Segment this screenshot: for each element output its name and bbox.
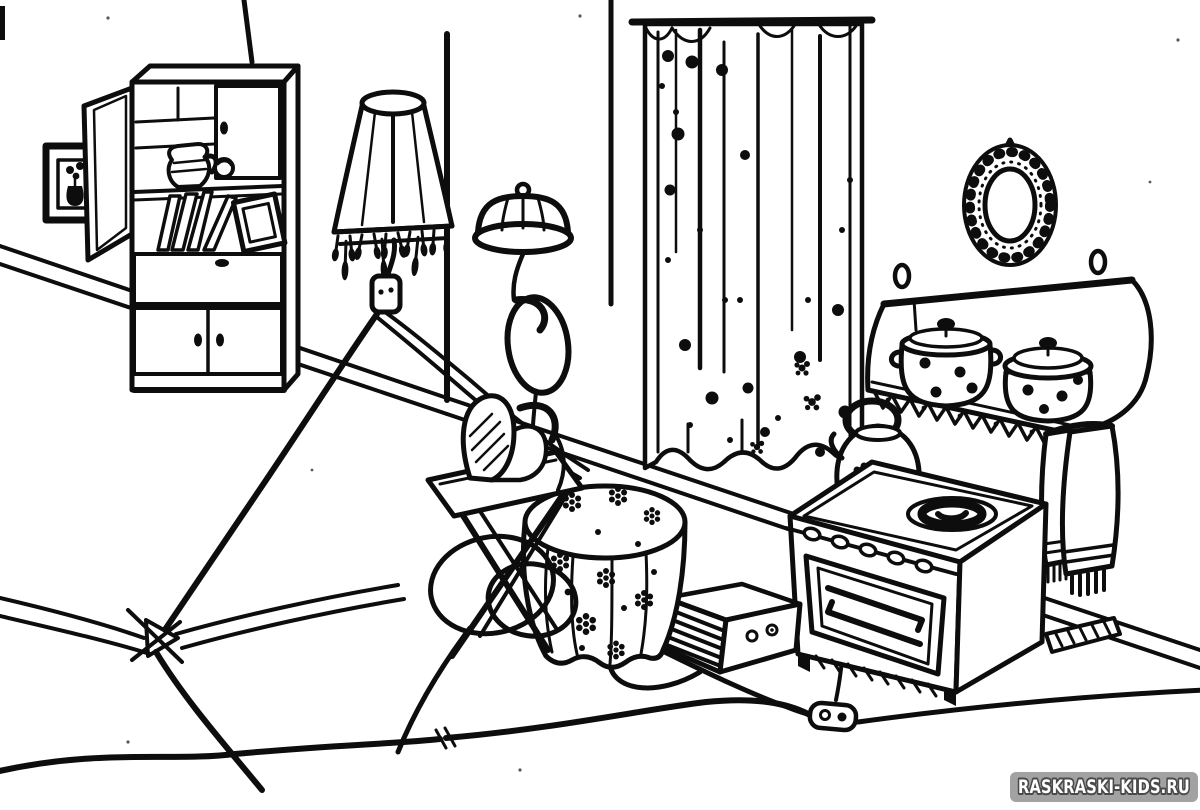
watermark-box xyxy=(1010,772,1198,802)
watermark-text: RASKRASKI-KIDS.RU xyxy=(1018,776,1190,798)
cord-off-bottom xyxy=(153,649,265,793)
curtain-dots xyxy=(659,50,853,457)
iron-soleplate xyxy=(460,393,517,483)
oven-door xyxy=(803,553,947,677)
shelf-rail xyxy=(880,276,1136,308)
fringed-wall-lamp xyxy=(329,89,455,315)
floor-shadow-hatch xyxy=(1044,616,1122,654)
cabinet-drawer xyxy=(132,252,284,306)
drawer-handle xyxy=(215,259,229,267)
cord-crossing-plug xyxy=(126,608,184,664)
stove-side xyxy=(953,501,1049,695)
power-outlet xyxy=(369,273,403,315)
iron-cord xyxy=(554,434,566,492)
door-handle xyxy=(220,121,228,135)
heater-knob xyxy=(745,629,759,643)
cord-connector xyxy=(807,700,859,733)
cabinet-top-right-door xyxy=(214,84,282,180)
pendant-lamp xyxy=(472,181,574,490)
cabinet-open-door xyxy=(81,85,135,263)
heater-knob xyxy=(765,623,779,637)
hanging-loop xyxy=(892,262,912,290)
watermark: RASKRASKI-KIDS.RU xyxy=(1010,772,1198,802)
wall-mirror xyxy=(962,137,1058,267)
stove-burner xyxy=(906,496,998,532)
stove-base-hatching xyxy=(814,654,938,698)
iron xyxy=(460,393,566,492)
stove-knobs xyxy=(802,526,934,574)
pot-hook xyxy=(912,298,918,332)
stove-foot xyxy=(798,652,810,672)
ironing-stool xyxy=(395,393,585,755)
lamp-arm xyxy=(385,237,397,277)
cabinet-lower-doors xyxy=(132,306,284,376)
floor-extension-cord xyxy=(0,687,1200,775)
curtain-folds xyxy=(656,24,852,454)
vase-with-flowers xyxy=(66,162,84,206)
paper-specks xyxy=(106,14,1180,772)
cabinet-books xyxy=(156,190,238,252)
curtain xyxy=(628,16,876,472)
bottom-left-wires xyxy=(0,583,406,656)
ceiling-seam-line xyxy=(241,0,255,65)
hanging-loop xyxy=(1088,248,1108,276)
kettle-spout xyxy=(828,431,845,461)
iron-handle xyxy=(516,401,559,444)
towel-rail xyxy=(1043,421,1115,437)
cord-to-floor xyxy=(155,311,380,643)
electric-heater xyxy=(607,581,817,719)
cabinet-jug xyxy=(166,142,235,189)
tablecloth-flowers xyxy=(550,485,661,660)
hanging-towel xyxy=(1039,421,1121,597)
stove-foot xyxy=(944,688,956,706)
pot-1 xyxy=(889,318,1003,409)
cabinet xyxy=(81,63,301,393)
oven-rack xyxy=(825,599,923,647)
curtain-rod xyxy=(628,16,876,26)
cabinet-leaning-picture xyxy=(230,191,288,255)
pot-2 xyxy=(1002,337,1094,424)
stool-legs xyxy=(449,484,574,659)
scan-smudge xyxy=(0,6,5,40)
stove xyxy=(784,397,1122,706)
wall-shelf-with-pots xyxy=(865,248,1154,450)
oven-rack xyxy=(825,585,925,633)
table-with-tablecloth xyxy=(521,483,688,670)
